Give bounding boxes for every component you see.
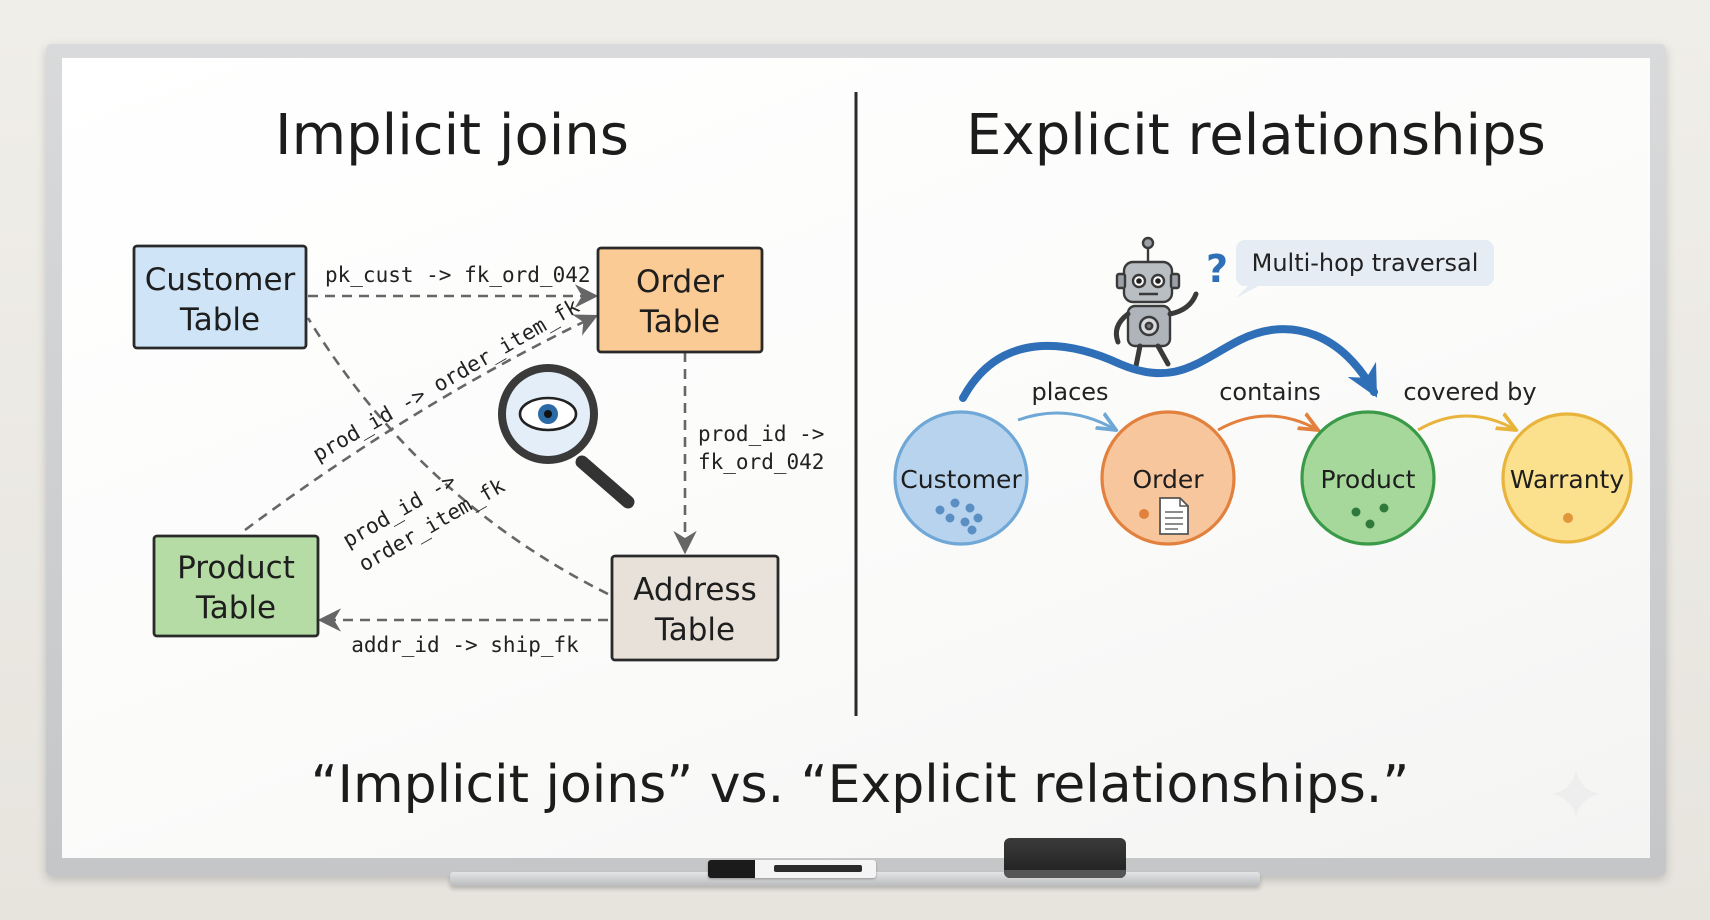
edge-label-order-address-line2: fk_ord_042 <box>698 450 824 474</box>
eraser-icon[interactable] <box>1004 838 1126 878</box>
sparkle-icon <box>1552 770 1600 818</box>
relation-arrow-contains <box>1217 416 1318 430</box>
customer-table-box: Customer Table <box>132 244 308 350</box>
relation-label-covered-by: covered by <box>1403 378 1536 406</box>
marker-icon[interactable] <box>708 860 876 878</box>
order-node: Order <box>1100 410 1236 546</box>
product-node: Product <box>1300 410 1436 546</box>
callout-text: Multi-hop traversal <box>1252 249 1479 277</box>
robot-icon <box>1113 236 1199 369</box>
relation-arrow-covered-by <box>1417 416 1516 430</box>
relation-label-places: places <box>1031 378 1108 406</box>
edge-label-order-address-line1: prod_id -> <box>698 422 824 446</box>
customer-table-line1: Customer <box>145 262 296 298</box>
customer-node-label: Customer <box>900 465 1022 494</box>
customer-node: Customer <box>893 410 1029 546</box>
warranty-node-label: Warranty <box>1510 465 1625 494</box>
warranty-node: Warranty <box>1501 412 1633 544</box>
edge-label-address-product: addr_id -> ship_fk <box>351 633 579 657</box>
order-table-box: Order Table <box>596 246 764 354</box>
caption: “Implicit joins” vs. “Explicit relations… <box>311 755 1410 815</box>
relation-arrow-places <box>1017 411 1116 430</box>
order-node-label: Order <box>1132 465 1204 494</box>
order-table-line1: Order <box>636 264 724 300</box>
relation-label-contains: contains <box>1219 378 1321 406</box>
right-panel-title: Explicit relationships <box>966 103 1546 168</box>
customer-node-dots <box>935 498 983 535</box>
traversal-arrow <box>959 325 1378 402</box>
edge-product-order <box>244 314 599 532</box>
address-table-box: Address Table <box>610 554 780 662</box>
order-table-line2: Table <box>639 304 720 340</box>
edge-customer-address <box>306 317 609 596</box>
product-table-box: Product Table <box>152 534 320 638</box>
product-node-dots <box>1351 503 1389 529</box>
callout-bubble: Multi-hop traversal <box>1236 240 1494 298</box>
question-mark-icon: ? <box>1206 247 1228 291</box>
address-table-line1: Address <box>633 572 756 608</box>
magnifying-glass-icon <box>498 364 635 509</box>
customer-table-line2: Table <box>179 302 260 338</box>
product-table-line2: Table <box>195 590 276 626</box>
join-connectors <box>244 284 697 632</box>
left-panel-title: Implicit joins <box>275 103 629 168</box>
edge-label-customer-order: pk_cust -> fk_ord_042 <box>325 263 591 287</box>
document-icon <box>1159 497 1189 535</box>
product-node-label: Product <box>1321 465 1416 494</box>
product-table-line1: Product <box>177 550 295 586</box>
address-table-line2: Table <box>654 612 735 648</box>
